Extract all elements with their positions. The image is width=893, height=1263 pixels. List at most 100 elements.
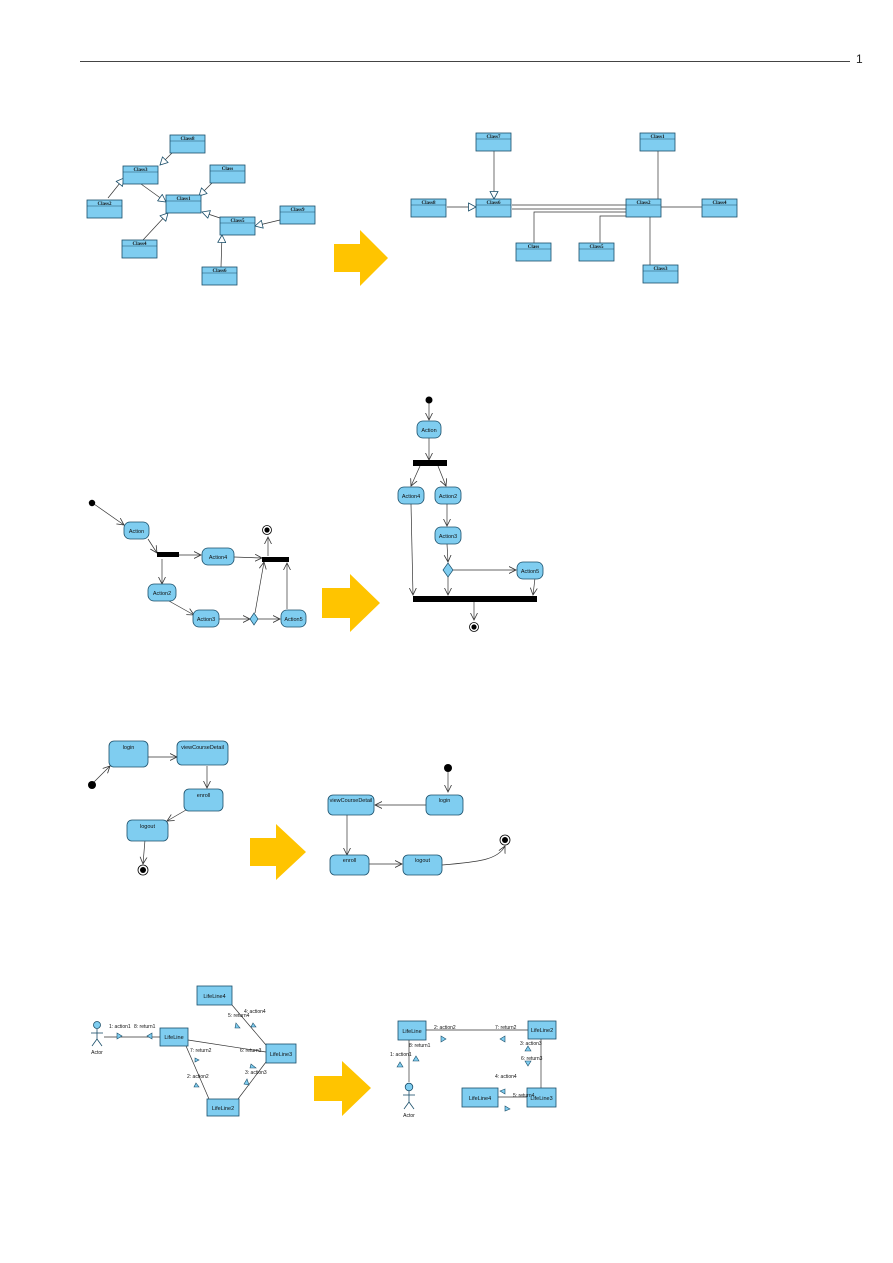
state-node: enroll — [329, 854, 370, 876]
lifeline-box: LifeLine — [397, 1020, 427, 1041]
msg-arrow — [499, 1035, 506, 1043]
state-node: login — [425, 794, 464, 816]
edge-class5-class6 — [599, 215, 626, 243]
action-node: Action4 — [397, 486, 425, 505]
final-node — [469, 622, 479, 632]
class-label: Class4 — [133, 242, 147, 247]
action-node: Action5 — [516, 561, 544, 580]
state-label: viewCourseDetail — [330, 798, 373, 804]
fork-bar — [413, 460, 447, 466]
edge-logout-final — [441, 846, 505, 866]
edge-action-fork — [147, 538, 157, 553]
edge-class-class1 — [199, 182, 213, 196]
action-label: Action4 — [402, 494, 420, 500]
message-label: 3: action3 — [245, 1070, 267, 1076]
class-label: Class9 — [291, 208, 305, 213]
class-label: Class4 — [713, 201, 727, 206]
state-label: login — [123, 745, 135, 751]
class-edges — [447, 151, 702, 265]
edge-action3-decision — [447, 543, 448, 562]
link-lifeline-lifeline3 — [187, 1039, 267, 1053]
message-label: 3: action3 — [520, 1041, 542, 1047]
class-label: Class5 — [590, 245, 604, 250]
lifeline-label: LifeLine — [402, 1029, 421, 1035]
message-label: 6: return3 — [240, 1048, 262, 1054]
action-label: Action3 — [197, 617, 215, 623]
edge-fork-action2 — [437, 465, 446, 486]
state-label: viewCourseDetail — [181, 745, 224, 751]
action-node: Action3 — [192, 609, 220, 628]
edge-decision-join — [254, 562, 264, 614]
class-box: Class — [209, 164, 246, 184]
edge-logout-final — [143, 839, 145, 864]
class-box: Class3 — [642, 264, 679, 284]
state-edges — [347, 772, 505, 865]
message-arrows — [396, 1035, 532, 1112]
header-rule — [80, 61, 850, 62]
class-box: Class6 — [475, 198, 512, 218]
lifeline-box: LifeLine3 — [265, 1043, 297, 1064]
state-diagram-after: viewCourseDetail login enroll logout — [327, 764, 511, 876]
state-node: viewCourseDetail — [176, 740, 229, 766]
state-label: enroll — [197, 793, 210, 799]
msg-arrow — [396, 1061, 404, 1068]
class-diagram-after: Class7 Class1 Class8 Class6 Class2 Class… — [410, 132, 738, 284]
class-box: Class1 — [165, 194, 202, 214]
msg-arrow — [194, 1057, 200, 1063]
edge-class3-class1 — [140, 183, 166, 202]
state-node: enroll — [183, 788, 224, 812]
message-label: 5: return4 — [228, 1013, 250, 1019]
lifeline-label: LifeLine3 — [270, 1052, 292, 1058]
class-box: Class4 — [121, 239, 158, 259]
msg-arrow — [243, 1078, 250, 1086]
class-label: Class3 — [654, 267, 668, 272]
class-label: Class5 — [231, 219, 245, 224]
state-label: enroll — [343, 858, 356, 864]
state-label: logout — [140, 824, 155, 830]
activity-diagram-before: Action Action4 Action2 Action3 Action5 — [88, 499, 307, 628]
message-label: 1: action1 — [390, 1052, 412, 1058]
link-lifeline-lifeline2 — [185, 1045, 210, 1100]
final-node — [499, 834, 511, 846]
communication-diagram-after: Actor LifeLine LifeLine2 LifeLine4 LifeL… — [390, 1020, 557, 1119]
actor-figure — [91, 1021, 103, 1047]
class-label: Class2 — [637, 201, 651, 206]
initial-node — [88, 499, 96, 507]
state-label: logout — [415, 858, 430, 864]
lifeline-box: LifeLine2 — [206, 1098, 240, 1117]
action-node: Action5 — [280, 609, 307, 628]
edge-class2-class3 — [107, 178, 124, 199]
class-label: Class1 — [177, 197, 191, 202]
class-box: Class5 — [578, 242, 615, 262]
class-label: Class3 — [134, 168, 148, 173]
edge-initial-action — [93, 503, 124, 525]
action-label: Action2 — [439, 494, 457, 500]
action-node: Action4 — [201, 547, 235, 566]
msg-arrow — [250, 1022, 257, 1028]
message-label: 1: action1 — [109, 1024, 131, 1030]
message-label: 7: return2 — [495, 1025, 517, 1031]
class-label: Class — [528, 245, 539, 250]
action-label: Action4 — [209, 555, 227, 561]
action-label: Action2 — [153, 591, 171, 597]
lifeline-label: LifeLine2 — [531, 1028, 553, 1034]
class-label: Class2 — [98, 202, 112, 207]
lifeline-box: LifeLine4 — [196, 985, 233, 1006]
message-label: 8: return1 — [409, 1043, 431, 1049]
class-box: Class1 — [639, 132, 676, 152]
actor-figure — [403, 1082, 415, 1110]
action-label: Action5 — [521, 569, 539, 575]
action-node: Action — [123, 521, 150, 540]
action-node: Action2 — [434, 486, 462, 505]
lifeline-label: LifeLine — [164, 1035, 183, 1041]
class-box: Class — [515, 242, 552, 262]
class-box: Class5 — [219, 216, 256, 236]
edge-action4-join — [233, 557, 262, 558]
edge-enroll-logout — [167, 809, 187, 821]
join-bar — [262, 557, 289, 562]
class-box: Class8 — [410, 198, 447, 218]
class-box: Class4 — [701, 198, 738, 218]
message-label: 6: return3 — [521, 1056, 543, 1062]
lifeline-box: LifeLine2 — [527, 1020, 557, 1040]
